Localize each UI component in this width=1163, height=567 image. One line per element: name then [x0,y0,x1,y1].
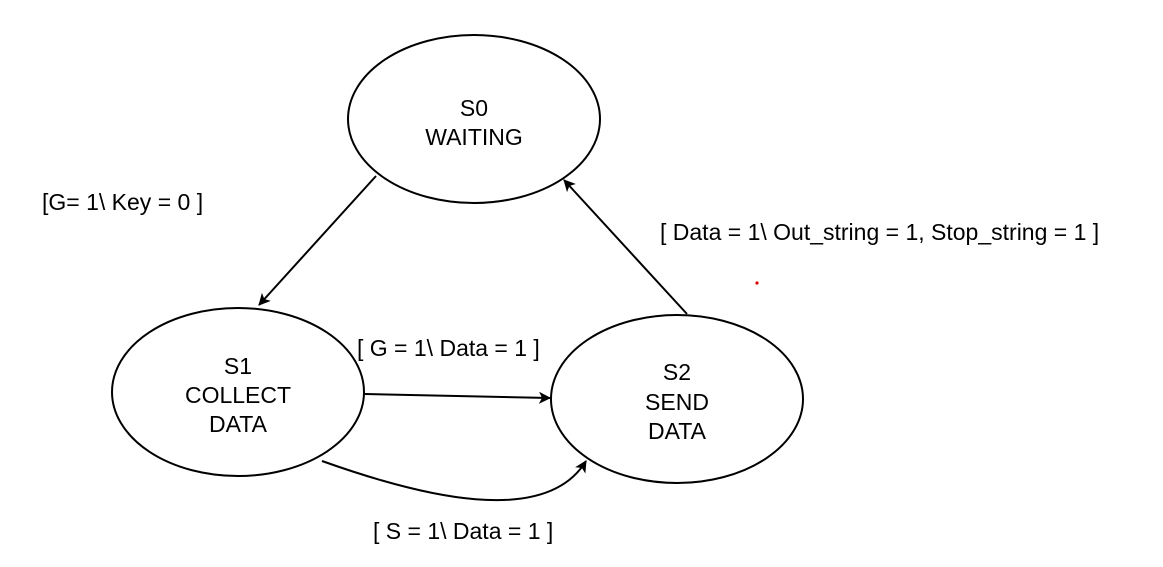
transition-s0-to-s1-arrow [258,175,377,306]
state-s2-ellipse [550,314,804,484]
transition-s0-to-s1-label: [G= 1\ Key = 0 ] [42,189,203,215]
transition-s1-to-s2-s-label: [ S = 1\ Data = 1 ] [373,518,553,544]
state-s2-id: S2 [663,359,691,385]
state-s0-ellipse [347,34,601,204]
state-s1[interactable]: S1 COLLECT DATA [111,307,365,477]
transition-s2-to-s0-label: [ Data = 1\ Out_string = 1, Stop_string … [660,219,1099,245]
state-s1-ellipse [111,307,365,477]
state-s0-id: S0 [460,95,488,121]
state-s1-name-line2: DATA [209,411,268,437]
state-s1-name-line1: COLLECT [185,382,291,408]
transition-s2-to-s0-arrow [563,179,688,315]
state-s1-id: S1 [224,353,252,379]
state-s0-name: WAITING [425,124,523,150]
state-s2[interactable]: S2 SEND DATA [550,314,804,484]
state-s2-name-line2: DATA [648,418,707,444]
transition-s1-to-s2-g-arrow [364,391,551,404]
transition-s1-to-s2-g-label: [ G = 1\ Data = 1 ] [357,335,540,361]
state-s2-name-line1: SEND [645,389,709,415]
state-s0[interactable]: S0 WAITING [347,34,601,204]
stray-dot [755,281,759,285]
transition-s1-to-s2-s-arrow [321,460,587,502]
